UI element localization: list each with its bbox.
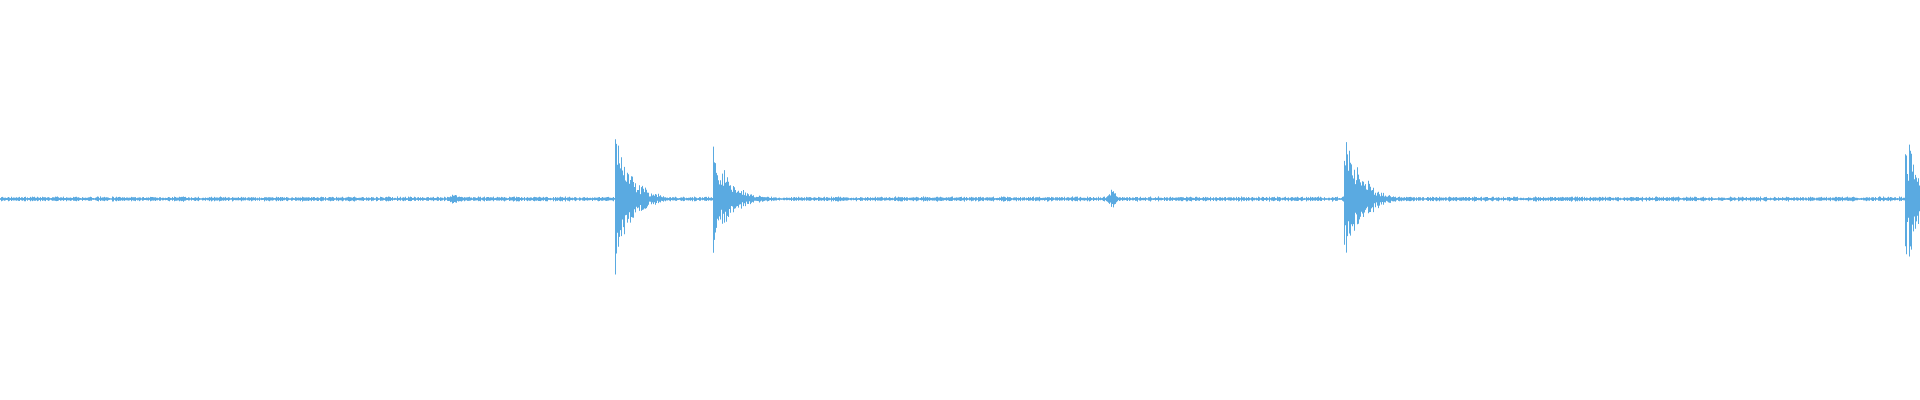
waveform-path bbox=[0, 139, 1920, 275]
